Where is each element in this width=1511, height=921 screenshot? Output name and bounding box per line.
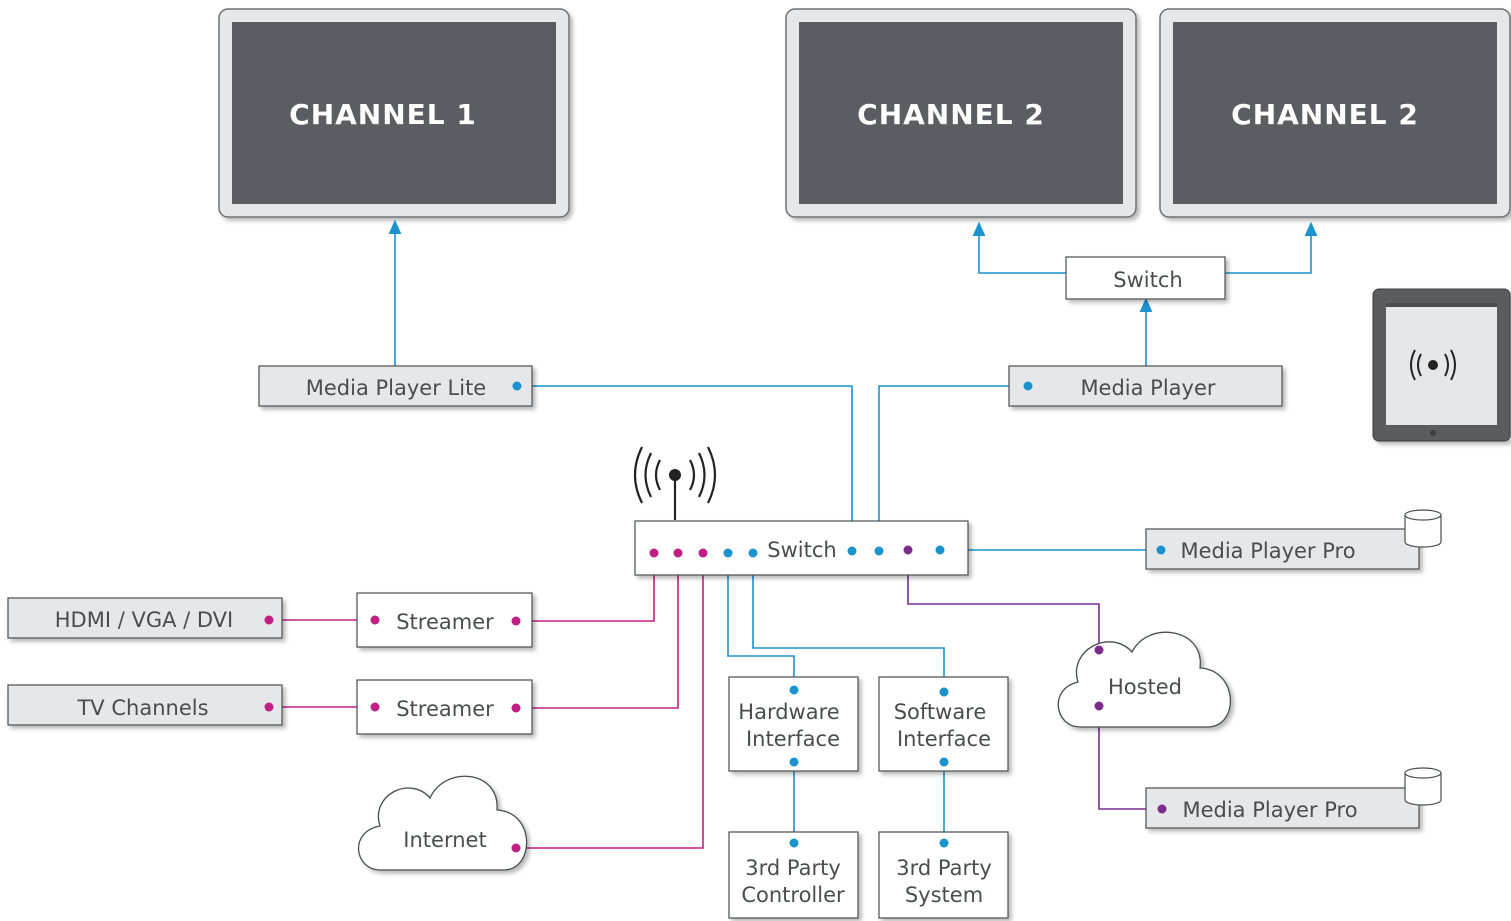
streamer-1-label: Streamer	[396, 610, 494, 634]
display-label: CHANNEL 2	[1231, 98, 1419, 131]
streamer-2: Streamer	[356, 679, 533, 735]
internet-label: Internet	[403, 828, 486, 852]
software-interface-line1: Software	[894, 700, 987, 724]
display-channel-1: CHANNEL 1	[218, 8, 570, 218]
database-icon	[1404, 767, 1442, 806]
display-label: CHANNEL 1	[289, 98, 477, 131]
display-label: CHANNEL 2	[857, 98, 1045, 131]
display-channel-2a: CHANNEL 2	[785, 8, 1137, 218]
hardware-interface-line1: Hardware	[738, 700, 839, 724]
media-player-lite-label: Media Player Lite	[306, 376, 486, 400]
display-channel-2b: CHANNEL 2	[1159, 8, 1511, 218]
wireless-antenna-icon	[633, 446, 717, 520]
purple-port-dots	[903, 545, 1167, 814]
third-party-controller-line2: Controller	[741, 883, 845, 907]
media-player: Media Player	[1008, 365, 1283, 407]
magenta-port-dots	[264, 548, 708, 853]
tv-channels-label: TV Channels	[76, 696, 208, 720]
media-player-pro-2-label: Media Player Pro	[1182, 798, 1357, 822]
switch-main: Switch	[634, 520, 969, 576]
blue-connectors	[388, 219, 1318, 843]
purple-connectors	[907, 550, 1162, 810]
media-player-lite: Media Player Lite	[258, 365, 533, 407]
wireless-signal-icon	[1410, 349, 1456, 381]
hdmi-label: HDMI / VGA / DVI	[55, 608, 234, 632]
software-interface-line2: Interface	[897, 727, 991, 751]
third-party-controller-line1: 3rd Party	[745, 856, 841, 880]
cloud-hosted: Hosted	[1057, 631, 1231, 728]
blue-port-dots	[512, 381, 1166, 848]
media-player-pro-1: Media Player Pro	[1145, 509, 1442, 570]
streamer-1: Streamer	[356, 592, 533, 648]
switch-top: Switch	[1065, 256, 1226, 300]
switch-main-label: Switch	[767, 538, 836, 562]
cloud-internet: Internet	[357, 775, 528, 871]
switch-top-label: Switch	[1113, 268, 1182, 292]
magenta-connectors	[269, 553, 704, 849]
source-tv-channels: TV Channels	[7, 684, 283, 726]
media-player-label: Media Player	[1080, 376, 1215, 400]
media-player-pro-1-label: Media Player Pro	[1180, 539, 1355, 563]
cloud-icon	[357, 775, 528, 871]
database-icon	[1404, 509, 1442, 548]
hardware-interface-line2: Interface	[746, 727, 840, 751]
tablet-icon	[1372, 288, 1511, 442]
hosted-label: Hosted	[1108, 675, 1182, 699]
media-player-pro-2: Media Player Pro	[1145, 767, 1442, 829]
third-party-system-line1: 3rd Party	[896, 856, 992, 880]
third-party-system-line2: System	[905, 883, 983, 907]
source-hdmi: HDMI / VGA / DVI	[7, 597, 283, 639]
streamer-2-label: Streamer	[396, 697, 494, 721]
